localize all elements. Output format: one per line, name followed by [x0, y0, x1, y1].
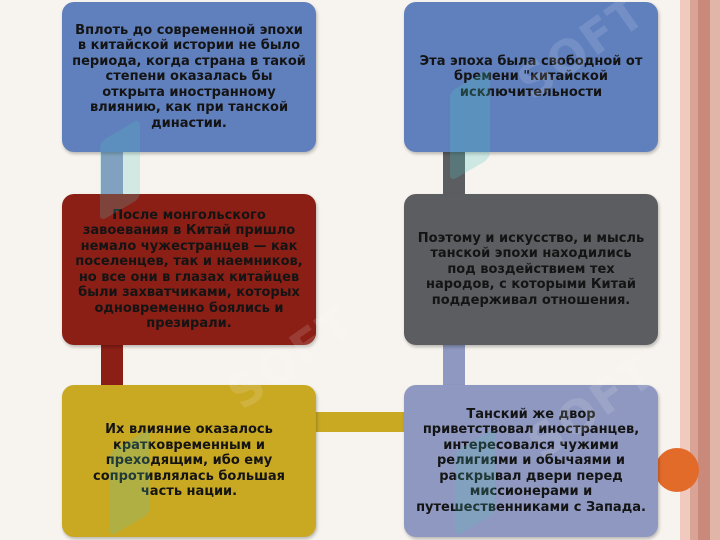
- decor-stripe-edge: [710, 0, 720, 540]
- box-mid-left-text: После монгольского завоевания в Китай пр…: [75, 207, 303, 332]
- decor-stripe-dark: [698, 0, 710, 540]
- box-top-right-text: Эта эпоха была свободной от бремени "кит…: [419, 53, 643, 100]
- connector-mid-left: [101, 345, 123, 385]
- box-top-left-text: Вплоть до современной эпохи в китайской …: [72, 22, 306, 131]
- connector-bottom: [316, 412, 404, 432]
- decor-stripe-light: [680, 0, 690, 540]
- box-top-right: Эта эпоха была свободной от бремени "кит…: [404, 2, 658, 152]
- box-bottom-right-text: Танский же двор приветствовал иностранце…: [416, 406, 646, 515]
- box-top-left: Вплоть до современной эпохи в китайской …: [62, 2, 316, 152]
- orange-circle-accent: [655, 448, 699, 492]
- connector-top-right: [443, 152, 465, 194]
- connector-mid-right: [443, 345, 465, 385]
- box-bottom-right: Танский же двор приветствовал иностранце…: [404, 385, 658, 537]
- connector-top-left: [101, 152, 123, 194]
- box-mid-left: После монгольского завоевания в Китай пр…: [62, 194, 316, 345]
- box-bottom-left-text: Их влияние оказалось кратковременным и п…: [92, 422, 286, 500]
- box-mid-right: Поэтому и искусство, и мысль танской эпо…: [404, 194, 658, 345]
- box-mid-right-text: Поэтому и искусство, и мысль танской эпо…: [417, 230, 645, 308]
- box-bottom-left: Их влияние оказалось кратковременным и п…: [62, 385, 316, 537]
- decor-stripe-mid: [690, 0, 698, 540]
